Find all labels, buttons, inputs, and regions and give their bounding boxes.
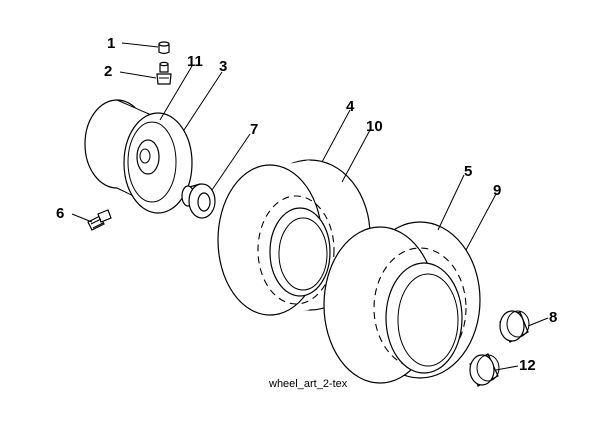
callout-5: 5 [464,163,472,180]
hub-cap-2-part [469,353,500,387]
callout-11: 11 [187,53,203,70]
valve-stem-part [156,61,172,85]
callout-4: 4 [346,98,355,115]
callout-12: 12 [519,357,536,374]
rear-tire-part [323,221,481,384]
wheel-rim-part [84,99,193,214]
grease-fitting-part [87,209,112,231]
callout-2: 2 [104,63,112,80]
callout-10: 10 [366,118,383,135]
figure-caption: wheel_art_2-tex [268,378,348,390]
callout-8: 8 [549,309,557,326]
callout-6: 6 [56,205,64,222]
hub-cap-part [499,310,530,343]
callout-1: 1 [107,35,115,52]
callout-9: 9 [493,182,501,199]
leader-lines [71,42,549,371]
callout-7: 7 [250,121,258,138]
callout-3: 3 [219,58,227,75]
bushing-part [181,183,216,219]
valve-cap-part [158,41,170,55]
